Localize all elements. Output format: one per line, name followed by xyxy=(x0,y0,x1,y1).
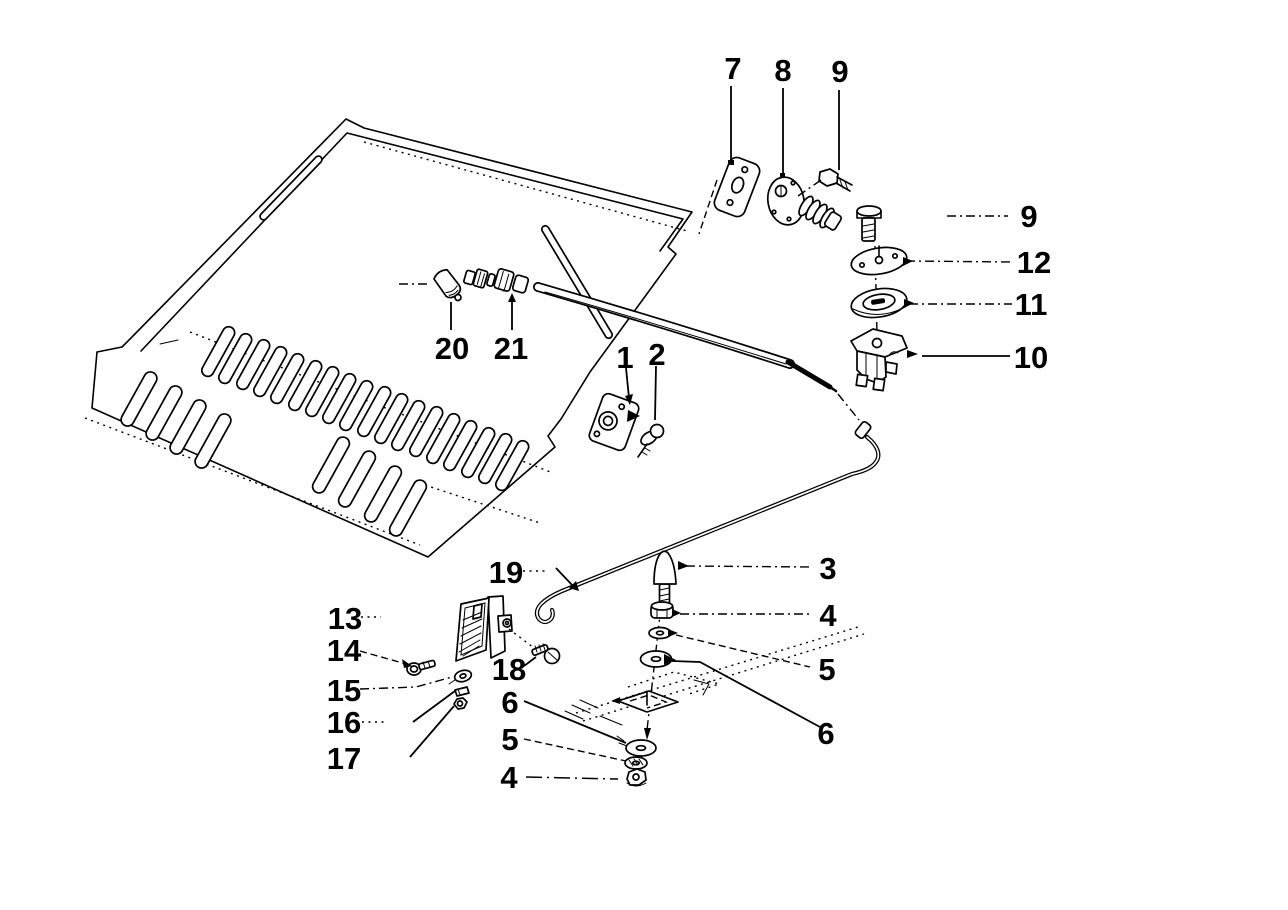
release-lever-13 xyxy=(455,595,535,662)
vented-panel xyxy=(84,118,693,558)
callout-2: 2 xyxy=(648,337,665,372)
lock-cylinder-8 xyxy=(766,173,843,231)
clip-16 xyxy=(454,686,470,697)
callout-12: 12 xyxy=(1017,245,1051,280)
callout-9-right: 9 xyxy=(1020,199,1037,234)
cable-knob-20 xyxy=(399,268,462,302)
callout-16: 16 xyxy=(327,705,361,740)
nut-17 xyxy=(453,697,468,710)
body-bracket-hidden xyxy=(564,626,865,726)
screw-2 xyxy=(637,423,665,458)
guide-pin-3 xyxy=(653,550,677,606)
callout-11: 11 xyxy=(1015,287,1048,322)
callout-5-left: 5 xyxy=(501,722,518,757)
callout-18: 18 xyxy=(492,652,526,687)
callout-6-left: 6 xyxy=(501,685,518,720)
callout-10: 10 xyxy=(1014,340,1048,375)
washer-6-lower xyxy=(616,735,657,757)
callout-3: 3 xyxy=(819,551,836,586)
callout-5-right: 5 xyxy=(818,652,835,687)
cover-plate-12 xyxy=(850,245,913,276)
callout-7: 7 xyxy=(724,51,741,86)
callout-15: 15 xyxy=(327,673,361,708)
lock-backing-plate-7 xyxy=(713,156,761,218)
callout-6-right: 6 xyxy=(817,716,834,751)
screw-14 xyxy=(406,659,436,676)
nut-4-upper xyxy=(650,601,681,619)
panel-louvers xyxy=(120,325,530,537)
callout-1: 1 xyxy=(616,340,633,375)
callout-19: 19 xyxy=(489,555,523,590)
leader-lines xyxy=(359,86,1014,780)
latch-bracket-10 xyxy=(850,328,918,392)
screw-9-right xyxy=(856,205,882,242)
callout-8: 8 xyxy=(774,53,791,88)
grommet-11 xyxy=(850,287,914,319)
callout-9-top: 9 xyxy=(831,54,848,89)
callout-20: 20 xyxy=(435,331,469,366)
striker-plate-1 xyxy=(588,392,640,452)
callout-labels: 7 8 9 9 12 11 10 20 21 1 2 19 3 4 5 6 13… xyxy=(327,51,1051,795)
nut-4-lower xyxy=(626,768,647,787)
washer-15 xyxy=(448,669,473,685)
bolt-9-top xyxy=(698,168,853,235)
callout-17: 17 xyxy=(327,741,361,776)
callout-13: 13 xyxy=(328,601,362,636)
washer-5-upper xyxy=(648,626,678,640)
callout-4-right: 4 xyxy=(819,598,837,633)
release-rod-19 xyxy=(534,420,881,625)
washer-6-upper xyxy=(639,650,676,668)
washer-5-lower xyxy=(624,756,648,770)
cable-adjuster-21 xyxy=(463,268,530,294)
callout-4-left: 4 xyxy=(500,760,518,795)
screw-18 xyxy=(531,643,561,665)
cable-sheath xyxy=(533,282,860,421)
callout-21: 21 xyxy=(494,331,528,366)
callout-14: 14 xyxy=(327,633,362,668)
